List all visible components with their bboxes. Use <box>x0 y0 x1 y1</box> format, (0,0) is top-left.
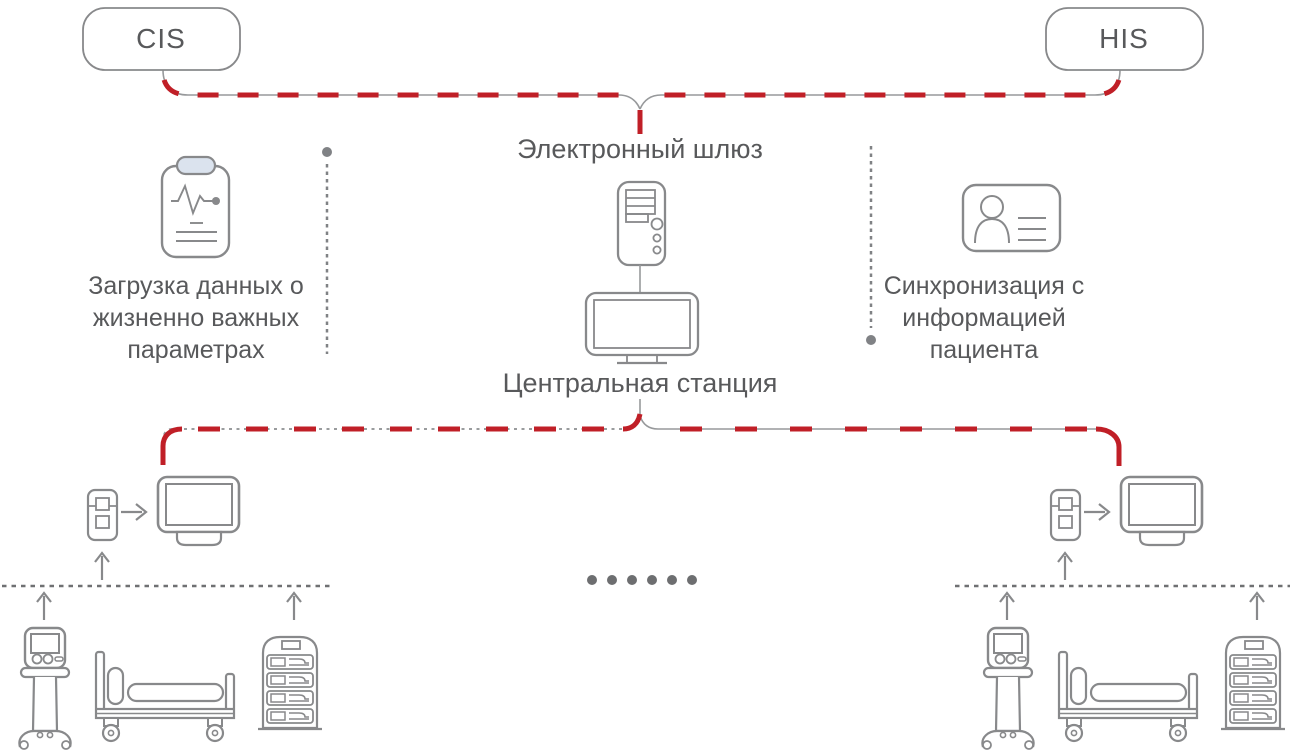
vitals-clipboard-icon <box>160 155 231 259</box>
left-annotation-line1: Загрузка данных о <box>88 272 303 300</box>
ventilator-icon <box>18 626 72 750</box>
up-arrow-icon <box>286 591 302 620</box>
left-annotation-text: Загрузка данных о жизненно важных параме… <box>88 272 303 364</box>
up-arrow-icon <box>999 591 1015 620</box>
telemetry-transmitter-icon <box>86 488 119 542</box>
top-network-line <box>160 69 1123 134</box>
bedside-monitor-icon <box>156 475 241 547</box>
right-annotation-line3: пациента <box>930 336 1039 364</box>
up-arrow-icon <box>1249 591 1265 620</box>
infusion-pump-stack-icon <box>1221 635 1285 731</box>
central-station-monitor-icon <box>584 291 700 365</box>
server-tower-icon <box>616 180 667 267</box>
right-arrow-icon <box>121 503 148 521</box>
his-node: HIS <box>1045 7 1204 71</box>
telemetry-transmitter-icon <box>1049 488 1082 542</box>
bedside-monitor-icon <box>1119 475 1204 547</box>
right-annotation-text: Синхронизация с информацией пациента <box>884 272 1085 364</box>
infusion-pump-stack-icon <box>258 635 322 731</box>
patient-id-card-icon <box>961 183 1062 253</box>
left-bed-unit <box>2 475 330 750</box>
his-node-label: HIS <box>1099 23 1149 54</box>
hospital-bed-icon <box>94 650 236 743</box>
gateway-label: Электронный шлюз <box>517 134 763 164</box>
bottom-network-line <box>160 413 1122 466</box>
cis-node: CIS <box>82 7 241 71</box>
cis-node-label: CIS <box>136 23 186 54</box>
up-arrow-icon <box>1057 551 1073 580</box>
left-dotted-connector <box>322 147 332 354</box>
left-annotation-line3: параметрах <box>127 336 265 364</box>
right-arrow-icon <box>1084 503 1111 521</box>
hospital-bed-icon <box>1057 650 1199 743</box>
ventilator-icon <box>981 626 1035 750</box>
right-bed-unit <box>955 475 1290 750</box>
up-arrow-icon <box>36 591 52 620</box>
central-station-label: Центральная станция <box>503 368 778 398</box>
up-arrow-icon <box>94 551 110 580</box>
right-annotation-line1: Синхронизация с <box>884 272 1085 300</box>
right-dotted-connector <box>866 146 876 345</box>
left-annotation-line2: жизненно важных <box>93 304 300 332</box>
right-annotation-line2: информацией <box>902 304 1065 332</box>
ellipsis-dots <box>587 575 697 585</box>
